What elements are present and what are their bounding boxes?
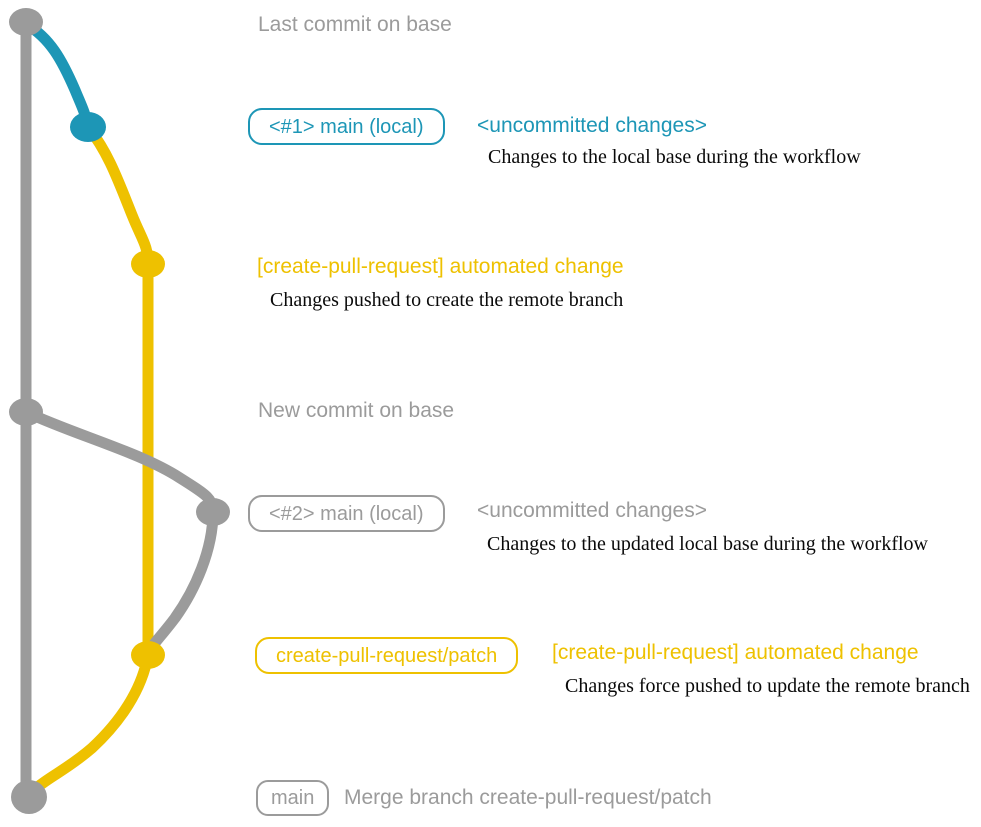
commit-dot-patch-2 (131, 641, 165, 669)
commit-dot-base-new (9, 398, 43, 426)
heading-uncommitted-changes-1: <uncommitted changes> (477, 114, 707, 137)
branch-badge-patch: create-pull-request/patch (255, 637, 519, 674)
label-new-commit-on-base: New commit on base (258, 399, 455, 422)
description-force-pushed: Changes force pushed to update the remot… (565, 675, 970, 697)
heading-automated-change-2: [create-pull-request] automated change (552, 641, 919, 664)
updated-main-branch-path (23, 407, 219, 658)
patch-branch-path (83, 123, 154, 655)
merge-into-main-path (24, 653, 154, 801)
heading-automated-change-1: [create-pull-request] automated change (257, 255, 624, 278)
commit-dot-base-top (9, 8, 43, 36)
heading-uncommitted-changes-2: <uncommitted changes> (477, 499, 707, 522)
git-graph (9, 8, 230, 814)
label-merge-message: Merge branch create-pull-request/patch (344, 786, 712, 809)
description-pushed-create: Changes pushed to create the remote bran… (270, 289, 624, 311)
commit-dot-main-local-1 (70, 112, 106, 142)
commit-dot-patch-1 (131, 250, 165, 278)
branch-badge-main-local-2: <#2> main (local) (248, 495, 445, 532)
branch-badge-main-local-1: <#1> main (local) (248, 108, 445, 145)
label-last-commit-on-base: Last commit on base (258, 13, 452, 36)
description-updated-local-base: Changes to the updated local base during… (487, 533, 928, 555)
branch-badge-main: main (256, 780, 330, 816)
commit-dot-main-local-2 (196, 498, 230, 526)
commit-dot-merge (11, 780, 47, 814)
description-local-base: Changes to the local base during the wor… (488, 146, 861, 168)
local-main-branch-path (23, 19, 94, 129)
